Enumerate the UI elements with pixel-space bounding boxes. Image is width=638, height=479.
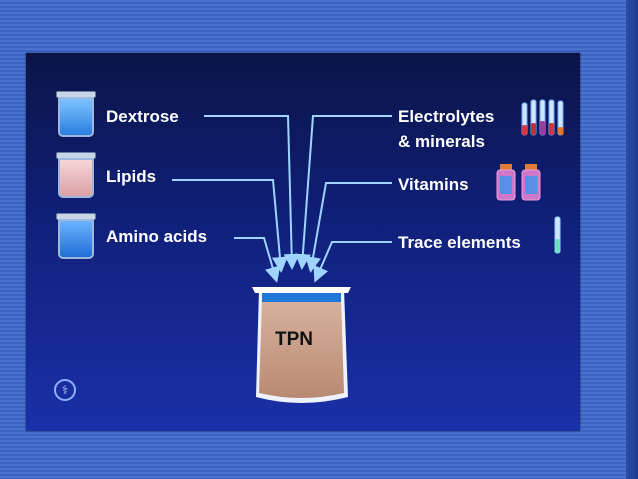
vials-icon [496,164,541,201]
tpn-label: TPN [275,329,313,350]
arrow-dextrose [204,115,300,270]
lipids-jar-icon [56,152,96,198]
diagram-slide: Dextrose Lipids Amino acids Electrolytes… [26,53,580,431]
label-trace-elements: Trace elements [398,233,521,252]
dextrose-jar-icon [56,91,96,137]
tpn-bag-icon [252,287,351,403]
label-electrolytes: Electrolytes [398,107,495,126]
arrow-electrolytes [294,115,392,270]
caduceus-logo-icon: ⚕ [54,379,76,401]
label-lipids: Lipids [106,167,157,186]
arrow-trace-elements [313,241,392,283]
arrow-lipids [172,179,288,273]
label-minerals: & minerals [398,132,485,151]
label-vitamins: Vitamins [398,175,469,194]
frame-edge [626,0,638,479]
diagram-graphics [172,99,564,403]
ampoule-icon [554,216,561,254]
label-amino-acids: Amino acids [106,227,208,246]
arrow-vitamins [305,182,392,273]
amino-acids-jar-icon [56,213,96,259]
arrow-amino-acids [234,237,281,283]
test-tubes-icon [521,99,564,136]
label-dextrose: Dextrose [106,107,179,126]
